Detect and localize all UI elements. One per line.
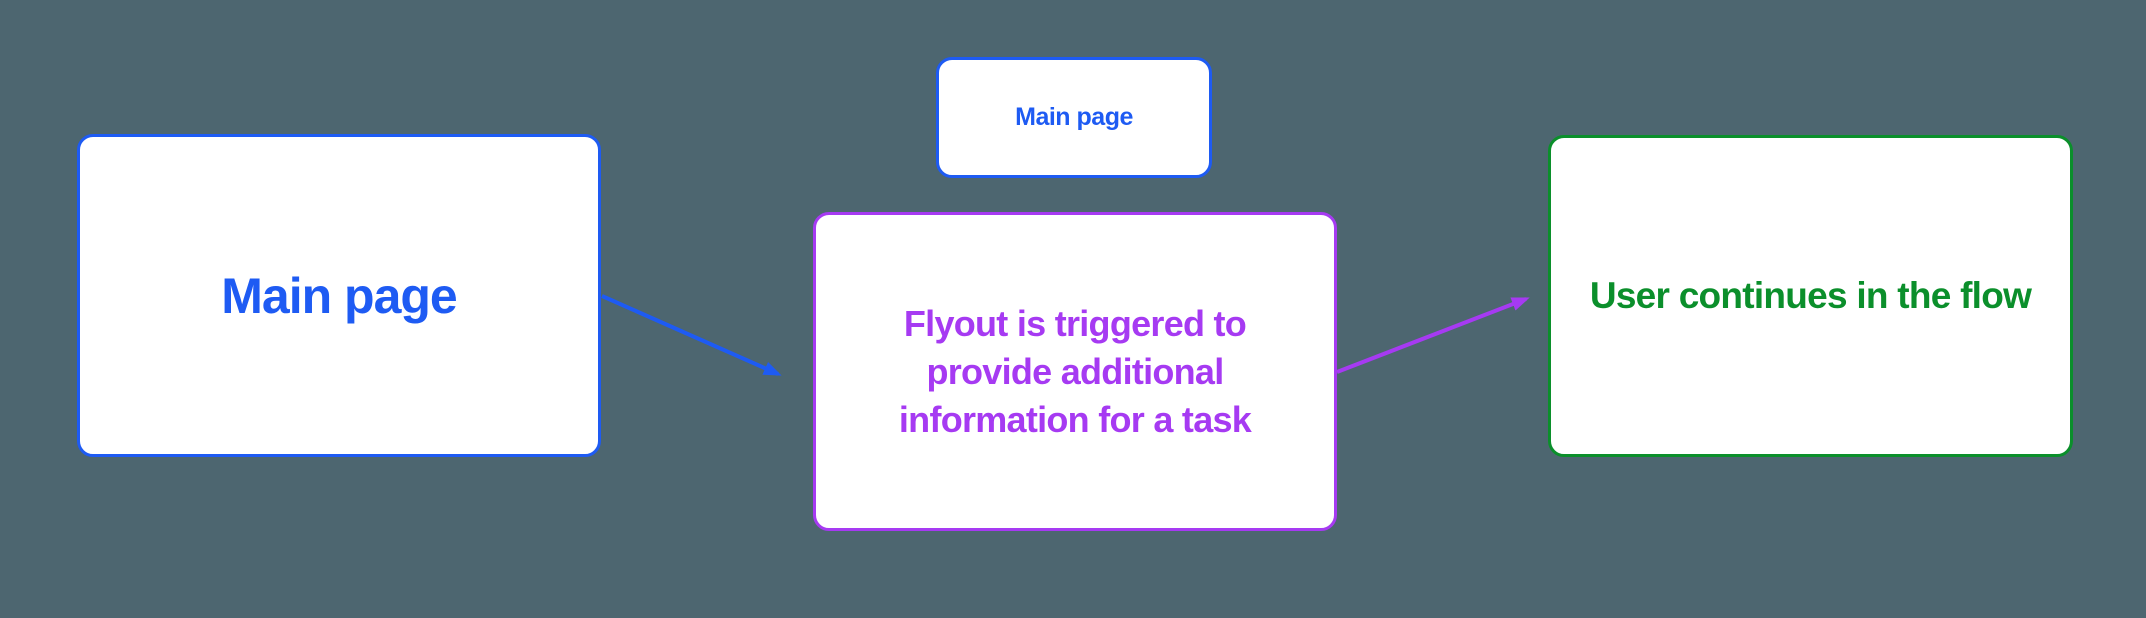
node-main-page-large-label: Main page xyxy=(221,267,457,324)
edge-flyout-to-user-continues[interactable] xyxy=(1336,297,1530,374)
node-main-page-large[interactable]: Main page xyxy=(77,134,601,457)
node-main-page-small[interactable]: Main page xyxy=(936,57,1212,178)
node-user-continues[interactable]: User continues in the flow xyxy=(1548,135,2073,457)
node-flyout-label: Flyout is triggered to provide additiona… xyxy=(898,302,1252,440)
edge-main-page-to-flyout[interactable] xyxy=(601,294,782,376)
node-main-page-small-label: Main page xyxy=(1015,103,1133,131)
node-user-continues-label: User continues in the flow xyxy=(1589,275,2032,316)
node-flyout[interactable]: Flyout is triggered to provide additiona… xyxy=(813,212,1337,531)
